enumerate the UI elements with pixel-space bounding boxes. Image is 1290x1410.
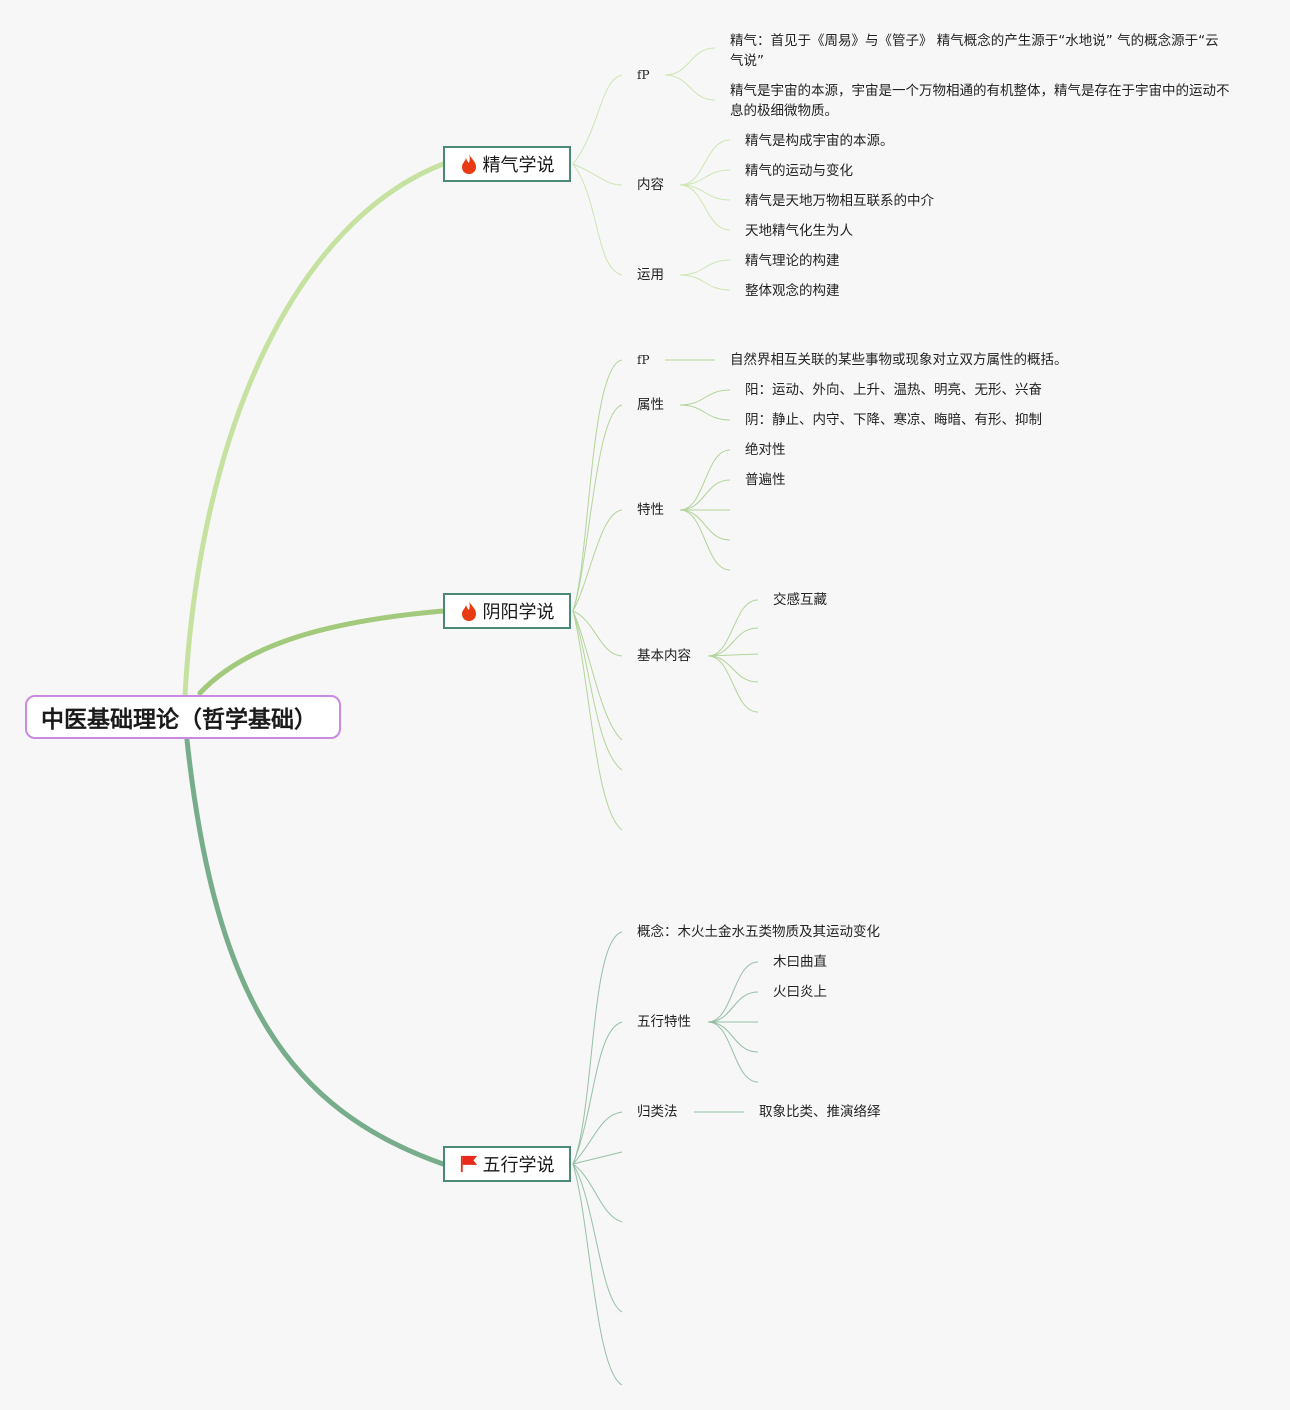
branch-wuxing[interactable]: 五行学说 xyxy=(443,1146,571,1182)
wuxing-trait-label: 五行特性 xyxy=(637,1014,691,1030)
wuxing-method-label: 归类法 xyxy=(637,1104,678,1120)
wuxing-trait-item-wood: 木曰曲直 xyxy=(773,954,827,970)
jingqi-links xyxy=(572,47,731,291)
root-topic[interactable]: 中医基础理论（哲学基础） xyxy=(25,695,341,739)
jingqi-content-item-3: 精气是天地万物相互联系的中介 xyxy=(745,193,934,209)
jingqi-content-item-4: 天地精气化生为人 xyxy=(745,223,853,239)
root-link-yinyang xyxy=(197,608,446,696)
jingqi-fp-item-2: 精气是宇宙的本源，宇宙是一个万物相通的有机整体，精气是存在于宇宙中的运动不息的极… xyxy=(730,83,1230,119)
yinyang-attr-label: 属性 xyxy=(637,397,664,413)
wuxing-concept: 概念：木火土金水五类物质及其运动变化 xyxy=(637,924,880,940)
jingqi-fp-label: fP xyxy=(637,68,650,82)
wuxing-method-item: 取象比类、推演络绎 xyxy=(759,1104,881,1120)
yinyang-basic-item-1: 交感互藏 xyxy=(773,592,827,608)
yinyang-attr-item-yang: 阳：运动、外向、上升、温热、明亮、无形、兴奋 xyxy=(745,382,1042,398)
fire-icon xyxy=(460,154,478,174)
branch-jingqi[interactable]: 精气学说 xyxy=(443,146,571,182)
yinyang-fp-label: fP xyxy=(637,353,650,367)
fire-icon xyxy=(460,601,478,621)
root-link-jingqi xyxy=(182,161,446,699)
branch-yinyang-label: 阴阳学说 xyxy=(482,602,555,623)
jingqi-content-item-1: 精气是构成宇宙的本源。 xyxy=(745,133,894,149)
yinyang-links xyxy=(572,359,759,831)
jingqi-fp-item-1: 精气：首见于《周易》与《管子》 精气概念的产生源于“水地说” 气的概念源于“云气… xyxy=(730,33,1219,69)
root-topic-label: 中医基础理论（哲学基础） xyxy=(41,707,317,733)
yinyang-fp-item: 自然界相互关联的某些事物或现象对立双方属性的概括。 xyxy=(730,352,1068,368)
branch-jingqi-label: 精气学说 xyxy=(482,155,555,176)
yinyang-trait-item-1: 绝对性 xyxy=(745,442,786,458)
jingqi-use-item-2: 整体观念的构建 xyxy=(745,283,840,299)
branch-wuxing-label: 五行学说 xyxy=(482,1155,555,1176)
root-link-wuxing xyxy=(184,737,446,1167)
wuxing-trait-item-fire: 火曰炎上 xyxy=(773,984,827,1000)
jingqi-use-label: 运用 xyxy=(637,267,664,283)
wuxing-links xyxy=(572,931,759,1386)
yinyang-basic-label: 基本内容 xyxy=(637,648,691,664)
yinyang-attr-item-yin: 阴：静止、内守、下降、寒凉、晦暗、有形、抑制 xyxy=(745,412,1042,428)
red-flag-icon xyxy=(460,1154,478,1174)
jingqi-content-label: 内容 xyxy=(637,177,664,193)
jingqi-use-item-1: 精气理论的构建 xyxy=(745,253,840,269)
jingqi-content-item-2: 精气的运动与变化 xyxy=(745,163,853,179)
branch-yinyang[interactable]: 阴阳学说 xyxy=(443,593,571,629)
yinyang-trait-label: 特性 xyxy=(637,502,664,518)
yinyang-trait-item-2: 普遍性 xyxy=(745,472,786,488)
